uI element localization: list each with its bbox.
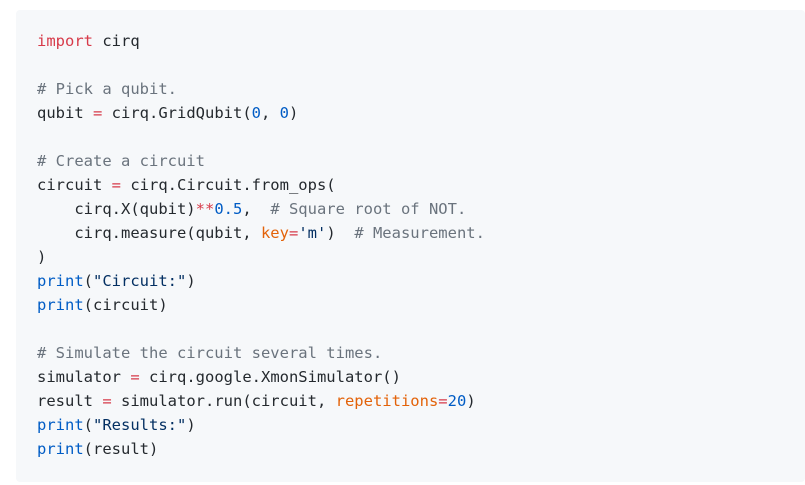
- code-token: (circuit): [83, 296, 168, 314]
- code-token: cirq: [93, 32, 140, 50]
- code-token: result: [37, 392, 103, 410]
- code-token: # Square root of NOT.: [270, 200, 467, 218]
- code-token: =: [130, 368, 140, 386]
- code-token: (: [83, 272, 94, 290]
- code-token: print: [37, 416, 84, 434]
- code-line: circuit = cirq.Circuit.from_ops(: [37, 173, 805, 197]
- code-line: # Pick a qubit.: [37, 77, 805, 101]
- code-line: cirq.X(qubit)**0.5, # Square root of NOT…: [37, 197, 805, 221]
- code-line: print("Circuit:"): [37, 269, 805, 293]
- code-line: print(result): [37, 437, 805, 461]
- code-token: 'm': [298, 224, 327, 242]
- code-line: result = simulator.run(circuit, repetiti…: [37, 389, 805, 413]
- code-token: ,: [242, 200, 271, 218]
- code-token: key: [260, 224, 289, 242]
- code-token: import: [37, 32, 93, 50]
- code-token: ): [186, 272, 196, 290]
- code-token: ): [289, 104, 299, 122]
- code-token: simulator: [37, 368, 131, 386]
- code-line: # Simulate the circuit several times.: [37, 341, 805, 365]
- code-line: ): [37, 245, 805, 269]
- code-token: # Simulate the circuit several times.: [37, 344, 383, 362]
- code-token: # Measurement.: [354, 224, 485, 242]
- code-token: cirq.measure(qubit,: [37, 224, 261, 242]
- code-content: import cirq # Pick a qubit. qubit = cirq.…: [37, 29, 805, 461]
- code-token: **: [195, 200, 215, 218]
- code-token: "Circuit:": [93, 272, 187, 290]
- code-token: 0.5: [214, 200, 243, 218]
- code-token: (result): [83, 440, 159, 458]
- code-block: import cirq # Pick a qubit. qubit = cirq.…: [16, 10, 805, 482]
- code-token: "Results:": [93, 416, 187, 434]
- code-token: cirq.google.XmonSimulator(): [139, 368, 401, 386]
- code-token: =: [438, 392, 448, 410]
- code-line: [37, 53, 805, 77]
- code-line: print(circuit): [37, 293, 805, 317]
- code-token: circuit: [37, 176, 112, 194]
- code-token: =: [102, 392, 112, 410]
- code-token: ): [37, 248, 47, 266]
- code-token: =: [288, 224, 299, 242]
- code-token: cirq.GridQubit(: [102, 104, 252, 122]
- code-token: print: [37, 272, 84, 290]
- code-line: simulator = cirq.google.XmonSimulator(): [37, 365, 805, 389]
- code-line: # Create a circuit: [37, 149, 805, 173]
- code-token: cirq.X(qubit): [37, 200, 196, 218]
- code-token: # Pick a qubit.: [37, 80, 177, 98]
- code-token: =: [111, 176, 121, 194]
- code-token: qubit: [37, 104, 93, 122]
- code-token: print: [37, 440, 84, 458]
- code-token: (: [83, 416, 94, 434]
- code-token: cirq.Circuit.from_ops(: [121, 176, 336, 194]
- code-token: 0: [279, 104, 290, 122]
- code-token: print: [37, 296, 84, 314]
- code-line: [37, 317, 805, 341]
- code-token: ): [186, 416, 196, 434]
- code-token: # Create a circuit: [37, 152, 205, 170]
- code-token: 20: [447, 392, 467, 410]
- code-line: qubit = cirq.GridQubit(0, 0): [37, 101, 805, 125]
- code-token: =: [93, 104, 103, 122]
- code-line: cirq.measure(qubit, key='m') # Measureme…: [37, 221, 805, 245]
- code-token: 0: [251, 104, 261, 122]
- code-token: simulator.run(circuit,: [111, 392, 336, 410]
- code-token: ,: [261, 104, 280, 122]
- code-line: print("Results:"): [37, 413, 805, 437]
- code-line: [37, 125, 805, 149]
- code-token: repetitions: [335, 392, 439, 410]
- code-line: import cirq: [37, 29, 805, 53]
- code-token: ): [326, 224, 355, 242]
- code-token: ): [466, 392, 476, 410]
